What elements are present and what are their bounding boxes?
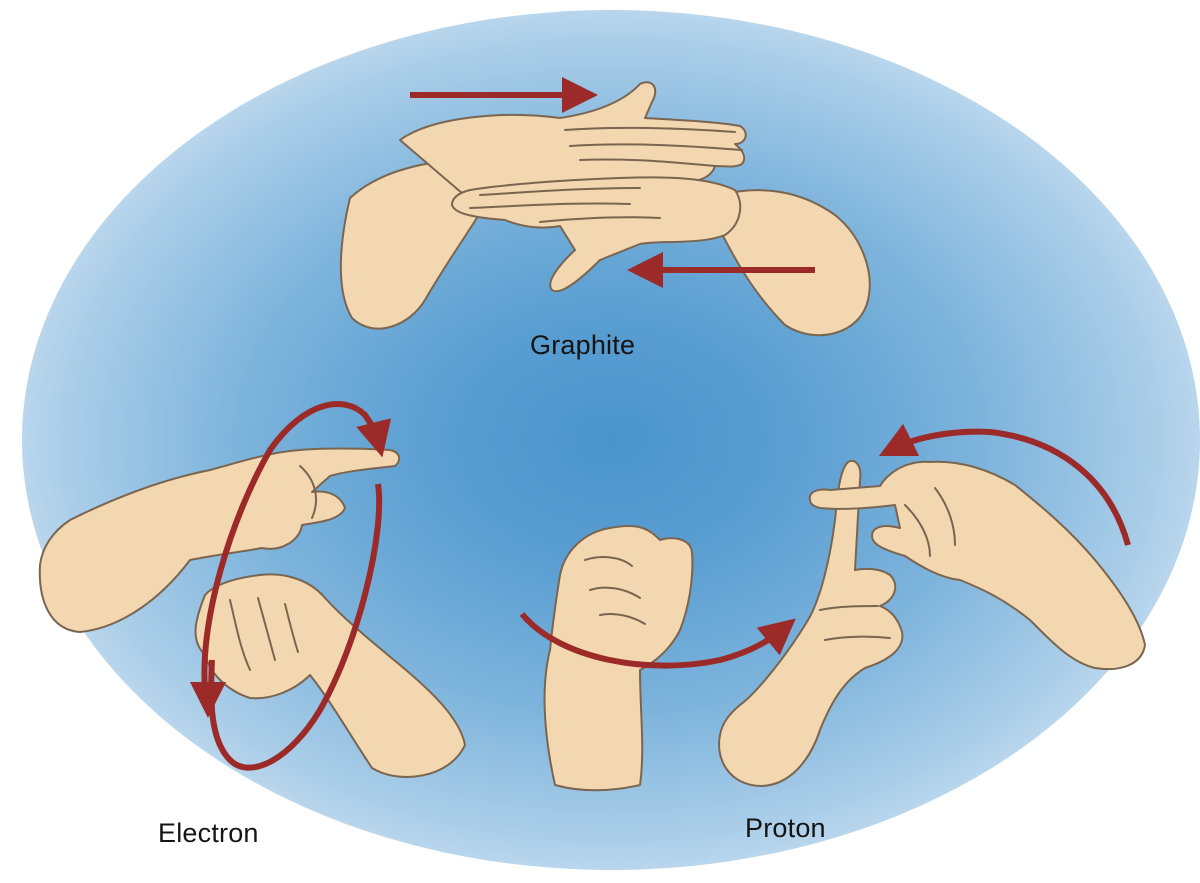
electron-finger-line [299,465,317,519]
graphite-finger-line [479,187,641,196]
electron-fist-hand [194,573,466,778]
center-fist [543,524,694,792]
proton-finger-line [819,605,879,611]
proton-hands [718,460,1146,787]
center-rotation-arrow [519,612,796,669]
center-fist-finger-line [589,586,641,599]
electron-finger-line [257,597,276,661]
proton-finger-line [904,504,931,557]
center-fist-hand [543,524,694,792]
proton-rotation-arrow [878,423,1131,546]
center-fist-finger-line [584,556,633,567]
graphite-finger-line [564,126,736,133]
electron-finger-line [229,599,251,671]
graphite-right-forearm [719,189,871,337]
electron-pointing-hand [38,447,401,633]
proton-finger-line [934,487,956,546]
proton-upright-hand [718,460,904,787]
graphite-finger-line [469,202,631,209]
proton-label: Proton [745,813,826,843]
electron-hands [38,447,466,778]
electron-loop-arrow-bottom [201,401,392,691]
graphite-hands [339,81,871,337]
graphite-finger-line [569,143,743,151]
graphite-finger-line [539,216,661,223]
proton-reaching-hand [808,460,1146,671]
electron-loop-arrow-top [208,483,383,771]
graphite-label: Graphite [530,330,636,360]
center-fist-finger-line [599,613,646,625]
graphite-finger-line [579,158,716,167]
electron-finger-line [284,603,299,653]
electron-label: Electron [158,818,259,848]
proton-finger-line [824,635,891,641]
